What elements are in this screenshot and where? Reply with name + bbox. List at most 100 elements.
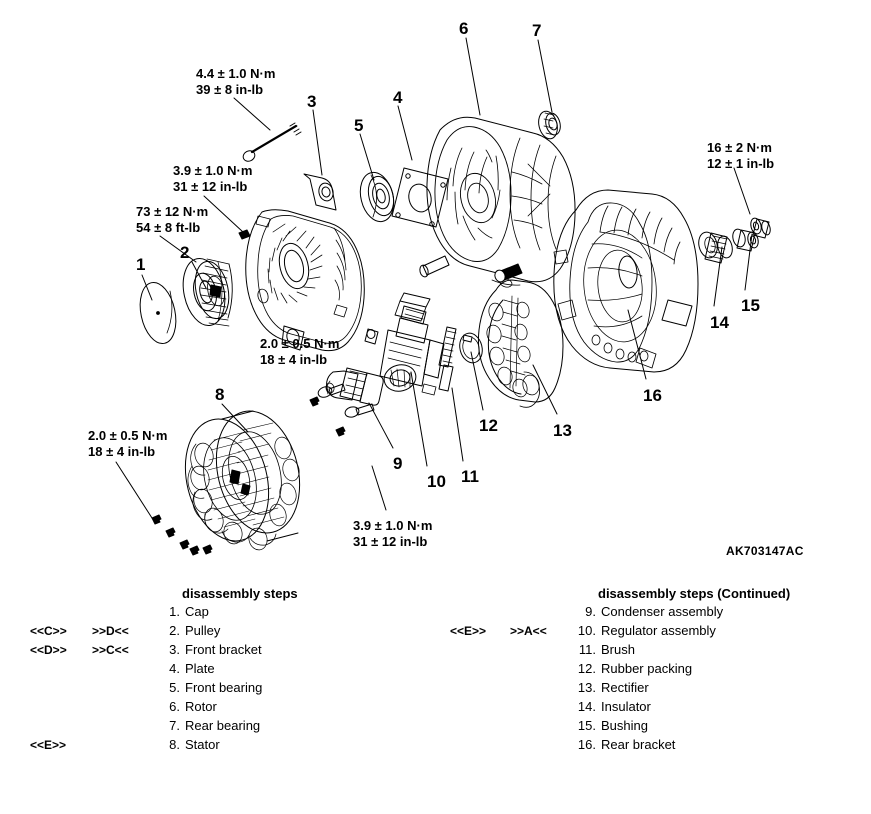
legend-item-number: 13. [577,680,596,695]
legend-item-number: 15. [577,718,596,733]
torque-metric: 3.9 ± 1.0 N·m [353,518,433,533]
legend-item-number: 5. [169,680,180,695]
legend-item-label: Pulley [185,623,221,638]
callout-number-13: 13 [553,421,572,440]
part-plate [391,167,449,228]
torque-imperial: 18 ± 4 in-lb [260,352,328,367]
legend-column-left: disassembly steps 1. Cap <<C>> >>D<< 2. Pulle… [30,586,450,756]
legend-item-number: 6. [169,699,180,714]
legend-item-number: 12. [577,661,596,676]
legend-row: 5. Front bearing [30,680,450,699]
legend-item-label: Condenser assembly [601,604,724,619]
part-rectifier [478,263,564,408]
callout-number-2: 2 [180,243,190,262]
callout-number-3: 3 [307,92,317,111]
legend-mark-after: >>A<< [510,624,547,638]
part-cap [139,281,177,345]
torque-imperial: 39 ± 8 in-lb [196,82,264,97]
legend-item-number: 2. [169,623,180,638]
legend-item-number: 4. [169,661,180,676]
callout-number-11: 11 [461,467,479,486]
legend-row: 15.Bushing [450,718,870,737]
legend-row: 13. Rectifier [450,680,870,699]
legend-row: 11. Brush [450,642,870,661]
callout-number-12: 12 [479,416,498,435]
legend-row: 4.Plate [30,661,450,680]
legend-list-left: 1. Cap <<C>> >>D<< 2. Pulley <<D>> >>C<< 3. Front… [30,604,450,756]
legend-item-number: 9. [585,604,596,619]
torque-metric: 16 ± 2 N·m [707,140,772,155]
legend-mark-before: <<E>> [30,738,67,752]
legend-item-label: Rear bracket [601,737,676,752]
part-through-bolt [242,122,302,162]
legend-item-number: 14. [577,699,596,714]
part-stator [184,410,301,551]
legend-item-label: Rectifier [601,680,649,695]
torque-imperial: 12 ± 1 in-lb [707,156,775,171]
legend-item-number: 3. [169,642,180,657]
legend-mark-after: >>D<< [92,624,129,638]
legend-mark-after: >>C<< [92,643,129,657]
legend-row: 9. Condenser assembly [450,604,870,623]
legend-list-right: 9.Condenser assembly<<E>>>>A<<10.Regulat… [450,604,870,756]
legend-item-label: Brush [601,642,635,657]
part-front-bearing [359,171,395,223]
torque-imperial: 18 ± 4 in-lb [88,444,156,459]
part-square-pad [394,292,431,322]
legend-item-label: Rotor [185,699,217,714]
legend-item-label: Front bracket [185,642,262,657]
legend-row: <<C>> >>D<< 2. Pulley [30,623,450,642]
part-rear-bearing [538,110,561,140]
torque-imperial: 31 ± 12 in-lb [353,534,428,549]
callout-number-8: 8 [215,385,225,404]
legend-mark-before: <<D>> [30,643,67,657]
legend-title-right: disassembly steps (Continued) [598,586,791,601]
part-terminal-nut [750,217,771,239]
legend-row: 6. Rotor [30,699,450,718]
part-pulley [182,257,233,327]
part-pulley-nut [238,229,251,240]
legend-title-left: disassembly steps [182,586,298,601]
disassembly-steps-legend: disassembly steps 1. Cap <<C>> >>D<< 2. Pulle… [0,586,871,814]
callout-number-15: 15 [741,296,760,315]
torque-imperial: 31 ± 12 in-lb [173,179,248,194]
legend-row: <<D>> >>C<< 3. Front bracket [30,642,450,661]
torque-metric: 3.9 ± 1.0 N·m [173,163,253,178]
torque-metric: 2.0 ± 0.5 N·m [88,428,168,443]
legend-item-number: 11. [578,642,596,657]
part-rear-bracket [553,189,699,373]
legend-mark-before: <<C>> [30,624,67,638]
callout-number-9: 9 [393,454,403,473]
legend-item-label: Rubber packing [601,661,693,676]
part-bushing [732,228,759,252]
legend-column-right: disassembly steps (Continued) 9. Condense… [450,586,870,756]
torque-imperial: 54 ± 8 ft-lb [136,220,201,235]
callout-number-6: 6 [459,19,469,38]
legend-item-label: Rear bearing [185,718,261,733]
legend-row: 7. Rear bearing [30,718,450,737]
part-brush [438,326,457,392]
part-insulator [698,231,733,264]
part-front-bracket [245,173,365,352]
legend-item-label: Cap [185,604,209,619]
legend-item-number: 10. [577,623,596,638]
callout-number-16: 16 [643,386,662,405]
callout-number-7: 7 [532,21,542,40]
callout-number-4: 4 [393,88,403,107]
callout-number-5: 5 [354,116,364,135]
legend-item-label: Front bearing [185,680,263,695]
legend-item-number: 7. [169,718,180,733]
legend-item-number: 8. [169,737,180,752]
legend-item-number: 1. [169,604,180,619]
torque-metric: 4.4 ± 1.0 N·m [196,66,276,81]
legend-item-label: Stator [185,737,220,752]
torque-metric: 2.0 ± 0.5 N·m [260,336,340,351]
